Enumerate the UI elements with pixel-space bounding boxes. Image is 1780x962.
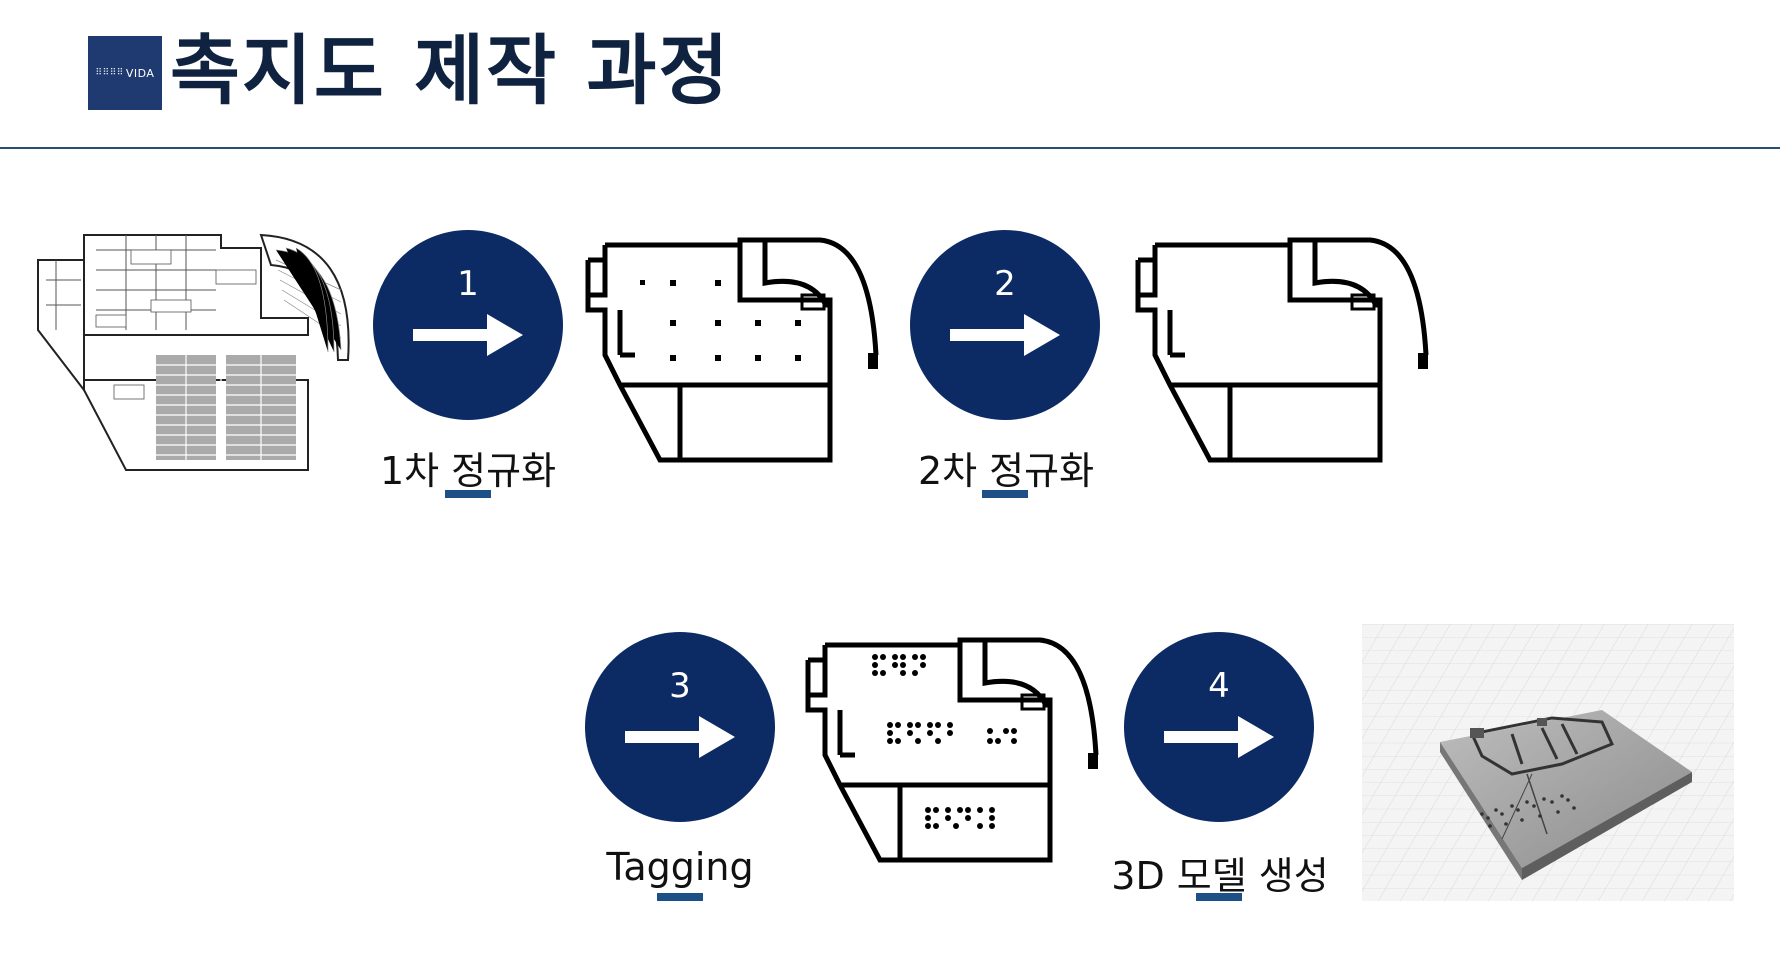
- right-arrow-icon: [413, 314, 523, 356]
- step-3-label: Tagging: [606, 845, 754, 889]
- step-1-circle: 1: [373, 230, 563, 420]
- page-title: 촉지도 제작 과정: [170, 26, 731, 115]
- slide-header: ⠿⠿⠿⠿VIDA 촉지도 제작 과정: [0, 0, 1780, 150]
- step-number: 1: [457, 264, 479, 304]
- normalized-plan-2: [1135, 237, 1429, 463]
- header-divider: [0, 147, 1780, 149]
- step-1-label: 1차 정규화: [379, 449, 557, 493]
- step-number: 2: [994, 264, 1016, 304]
- vida-logo: ⠿⠿⠿⠿VIDA: [88, 36, 162, 110]
- step-3-circle: 3: [585, 632, 775, 822]
- tagged-plan: [805, 637, 1099, 863]
- step-2-circle: 2: [910, 230, 1100, 420]
- right-arrow-icon: [625, 716, 735, 758]
- right-arrow-icon: [1164, 716, 1274, 758]
- 3d-model-render: [1362, 624, 1734, 901]
- normalized-plan-1: [585, 237, 879, 463]
- right-arrow-icon: [950, 314, 1060, 356]
- step-4-label: 3D 모델 생성: [1111, 854, 1329, 898]
- step-number: 4: [1208, 666, 1230, 706]
- step-3-underline: [657, 893, 703, 901]
- step-1-underline: [445, 490, 491, 498]
- step-number: 3: [669, 666, 691, 706]
- step-2-label: 2차 정규화: [917, 449, 1095, 493]
- step-2-underline: [982, 490, 1028, 498]
- original-floor-plan: [37, 233, 350, 471]
- step-4-circle: 4: [1124, 632, 1314, 822]
- step-4-underline: [1196, 893, 1242, 901]
